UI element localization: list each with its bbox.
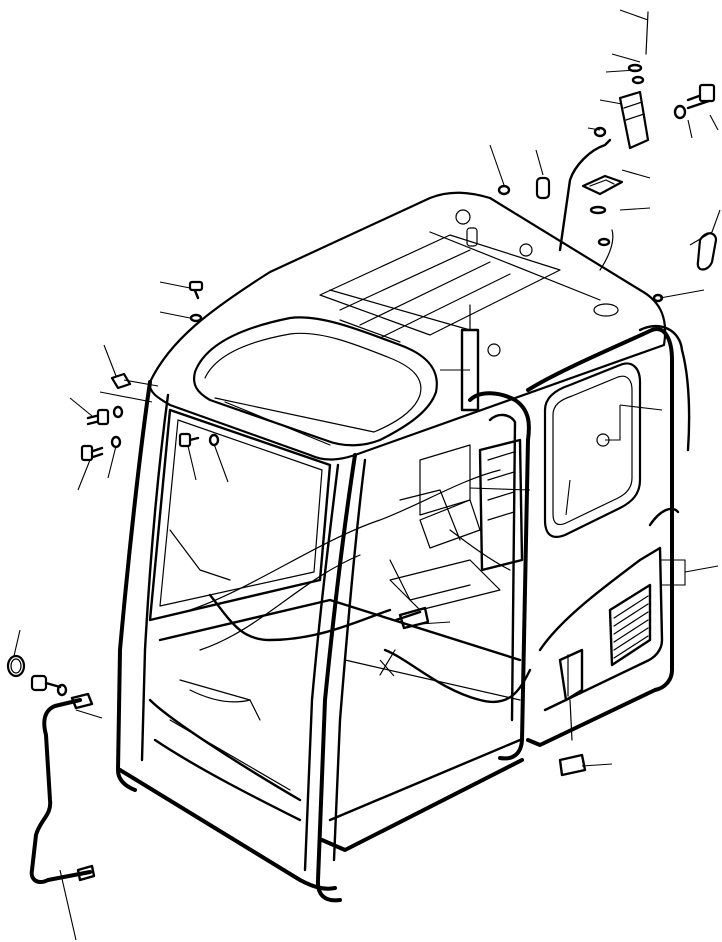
cab-frame — [116, 138, 691, 903]
plug-cap — [6, 372, 132, 678]
rear-window-seal — [497, 176, 718, 303]
grab-handle — [29, 698, 92, 884]
dome-light — [581, 174, 624, 247]
wiring-harness — [383, 648, 532, 703]
speaker-grille — [608, 583, 652, 667]
bolt — [30, 83, 716, 697]
roof-skylight — [193, 316, 438, 447]
bracket — [593, 11, 650, 150]
leader-lines — [13, 9, 721, 941]
rear-door-frame — [468, 391, 531, 761]
gas-strut — [460, 328, 480, 412]
rubber-pad — [394, 610, 422, 622]
